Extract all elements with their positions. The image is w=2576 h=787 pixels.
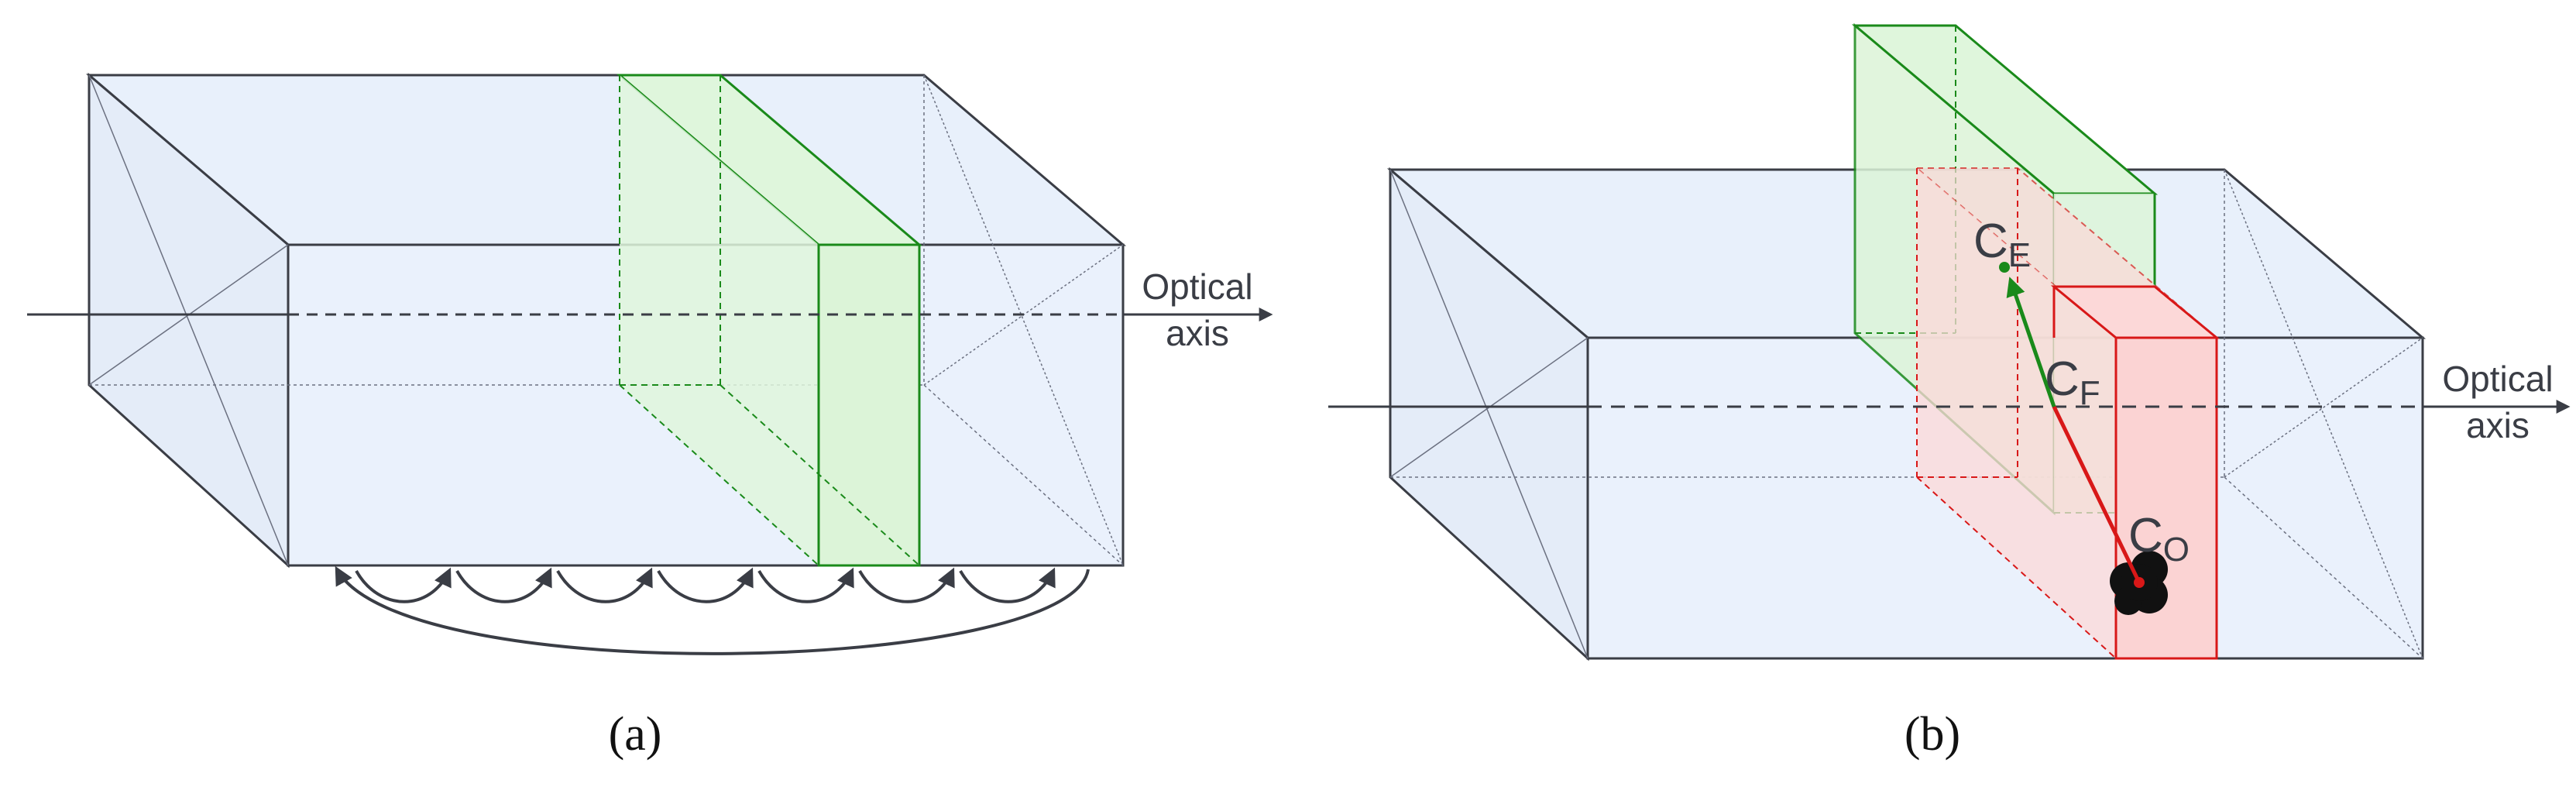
green-slab-a [616, 74, 923, 567]
label-cf-base: C [2045, 352, 2080, 406]
label-ce-sub: E [2008, 236, 2031, 274]
vector-green-cf-to-ce [2006, 277, 2056, 407]
optical-axis-label-line1-a: Optical [1142, 266, 1252, 307]
volume-box-a [85, 72, 1127, 569]
optical-axis-label-line2-b: axis [2466, 405, 2530, 445]
optical-axis-label-line2-a: axis [1166, 313, 1229, 353]
optical-axis-a: Optical axis [27, 266, 1273, 353]
label-co: CO [2128, 509, 2190, 569]
panel-b: Optical axis CE CF CO (b) [1328, 22, 2571, 761]
label-ce-base: C [1973, 215, 2008, 268]
label-cf: CF [2045, 352, 2100, 412]
optical-axis-b: Optical axis [1328, 359, 2571, 445]
caption-b: (b) [1905, 708, 1960, 761]
point-co [2134, 577, 2145, 588]
label-ce: CE [1973, 215, 2031, 274]
label-cf-sub: F [2080, 374, 2100, 412]
caption-a: (a) [609, 708, 662, 761]
label-co-sub: O [2163, 531, 2190, 569]
scan-step-arcs [335, 565, 1090, 655]
label-co-base: C [2128, 509, 2163, 562]
panel-a: Optical axis (a) [27, 72, 1273, 761]
red-slab-b [1915, 167, 2221, 660]
optical-axis-label-line1-b: Optical [2442, 359, 2553, 399]
point-ce [1999, 262, 2010, 273]
vector-red-co-to-cf [2052, 405, 2142, 584]
